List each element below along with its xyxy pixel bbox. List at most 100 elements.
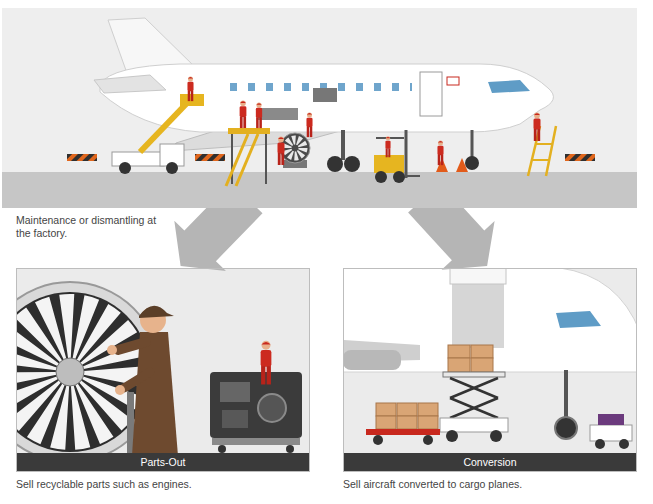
fan-hub bbox=[56, 358, 84, 386]
barrier bbox=[565, 154, 595, 161]
wheel bbox=[393, 171, 405, 183]
worker bbox=[261, 341, 272, 385]
engine-part bbox=[313, 88, 337, 102]
floor bbox=[2, 172, 637, 208]
ladder bbox=[546, 126, 556, 176]
engine-detail bbox=[222, 410, 248, 428]
cargo-box bbox=[448, 358, 470, 372]
wheel bbox=[555, 417, 577, 439]
mechanic-cap bbox=[139, 306, 174, 318]
fuselage bbox=[344, 269, 636, 372]
nose-gear bbox=[564, 370, 568, 424]
cargo-door bbox=[450, 269, 506, 284]
conversion-scene bbox=[344, 269, 636, 449]
engine bbox=[344, 350, 401, 370]
ladder-step bbox=[531, 159, 549, 161]
worker bbox=[306, 112, 312, 137]
tug-roof bbox=[598, 414, 624, 425]
worker bbox=[256, 102, 262, 128]
outcome-panel: Sell recyclable parts such as engines.Pa… bbox=[16, 268, 310, 472]
stairs bbox=[226, 134, 248, 186]
panel-caption: Sell recyclable parts such as engines. bbox=[16, 478, 308, 491]
engine-detail bbox=[258, 394, 286, 422]
fan-blades bbox=[287, 140, 303, 156]
nose-gear bbox=[471, 130, 474, 158]
wheel bbox=[286, 445, 294, 453]
label-band: Parts-Out bbox=[17, 453, 309, 471]
engine-cart bbox=[212, 438, 300, 445]
cargo-box bbox=[448, 345, 470, 358]
lift-truck bbox=[112, 152, 164, 166]
worker bbox=[385, 136, 390, 157]
worker bbox=[187, 76, 193, 101]
door-sign bbox=[447, 77, 459, 85]
wheel bbox=[166, 162, 178, 174]
tug bbox=[590, 425, 632, 441]
mechanic-body bbox=[132, 332, 178, 454]
engine-detail bbox=[220, 382, 250, 402]
cone bbox=[456, 158, 468, 172]
flow-arrow bbox=[174, 208, 262, 271]
mechanic-hand bbox=[107, 345, 117, 355]
worker bbox=[240, 100, 247, 128]
cargo-box bbox=[397, 403, 417, 416]
wheel bbox=[595, 439, 605, 449]
wheel bbox=[423, 435, 433, 445]
barrier bbox=[195, 154, 225, 161]
cargo-box bbox=[471, 345, 493, 358]
mechanic-arm bbox=[118, 342, 146, 350]
wheel bbox=[375, 171, 387, 183]
wheel bbox=[465, 156, 479, 170]
door bbox=[420, 72, 442, 116]
cargo-box bbox=[376, 416, 396, 429]
barrier bbox=[67, 154, 97, 161]
stabilizer bbox=[94, 75, 166, 93]
panel-caption: Sell aircraft converted to cargo planes. bbox=[343, 478, 635, 491]
worker bbox=[278, 137, 285, 166]
panel-ground bbox=[2, 8, 637, 208]
engine-block bbox=[210, 372, 302, 438]
scissor bbox=[450, 398, 498, 418]
engine-part bbox=[258, 108, 298, 120]
forklift-mast bbox=[405, 130, 408, 178]
wheel bbox=[619, 439, 629, 449]
wheel bbox=[218, 445, 226, 453]
label-band: Conversion bbox=[344, 453, 636, 471]
lift-boom bbox=[140, 102, 188, 152]
fan-blades bbox=[24, 326, 116, 418]
hangar-scene bbox=[2, 8, 637, 208]
platform bbox=[228, 128, 270, 134]
wheel bbox=[327, 156, 343, 172]
parts-out-scene bbox=[17, 282, 302, 454]
mechanic-arm bbox=[124, 372, 150, 388]
outcome-panel: Sell aircraft converted to cargo planes.… bbox=[343, 268, 637, 472]
flow-arrow bbox=[408, 208, 495, 270]
ladder-step bbox=[535, 143, 552, 145]
wheel bbox=[373, 435, 383, 445]
wheel bbox=[344, 156, 360, 172]
cargo-opening bbox=[452, 282, 504, 348]
fork bbox=[406, 175, 420, 177]
main-gear bbox=[341, 130, 345, 160]
cockpit-window bbox=[488, 80, 530, 93]
scissor bbox=[450, 378, 498, 398]
platform-leg bbox=[265, 134, 267, 184]
panel-ground bbox=[16, 268, 310, 472]
wheel bbox=[490, 430, 502, 442]
wheel bbox=[119, 162, 131, 174]
cargo-box bbox=[418, 403, 438, 416]
worker bbox=[534, 113, 541, 142]
cargo-box bbox=[471, 358, 493, 372]
cargo-box bbox=[418, 416, 438, 429]
forklift bbox=[374, 155, 404, 173]
scissor bbox=[450, 378, 498, 398]
panel-caption: Maintenance or dismantling at the factor… bbox=[16, 214, 166, 240]
lift-platform bbox=[443, 372, 505, 377]
stairs bbox=[236, 134, 258, 186]
scissor bbox=[450, 398, 498, 418]
worker bbox=[437, 140, 443, 165]
process-panel: Maintenance or dismantling at the factor… bbox=[2, 8, 637, 208]
